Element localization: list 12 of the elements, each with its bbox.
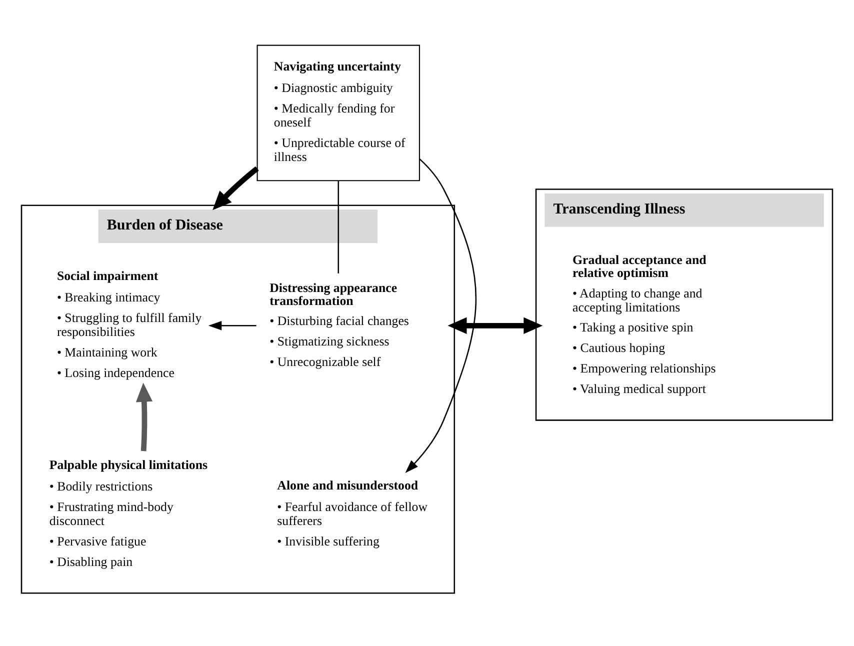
node-text: Distressing appearance transformation • Disturbing facial changes • Stigmatizing sickness • Unrecognizable self bbox=[270, 280, 409, 369]
arrow bbox=[448, 316, 543, 334]
arrow bbox=[212, 166, 259, 210]
node-text: Palpable physical limitations • Bodily restrictions • Frustrating mind-body disconnect • Pervasive fatigue • Disabling pain bbox=[49, 458, 208, 568]
node-box: Navigating uncertainty • Diagnostic ambiguity • Medically fending for oneself • Unpredictable course of illness bbox=[256, 44, 420, 181]
node-text: Gradual acceptance and relative optimism • Adapting to change and accepting limitations • Taking a positive spin • Cautious hoping • Empowering relationships • Valuing medical support bbox=[572, 252, 716, 396]
arrow bbox=[405, 158, 477, 472]
node-text: Alone and misunderstood • Fearful avoidance of fellow sufferers • Invisible suffering bbox=[277, 478, 428, 548]
arrow bbox=[136, 382, 153, 451]
arrow bbox=[208, 320, 256, 330]
node-text: Social impairment • Breaking intimacy • Struggling to fulfill family responsibilities • Maintaining work • Losing independence bbox=[56, 268, 202, 380]
connector bbox=[338, 180, 340, 273]
